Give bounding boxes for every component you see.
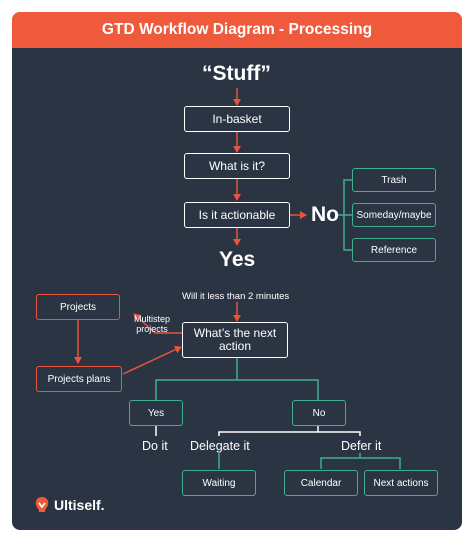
calendar-box: Calendar <box>284 470 358 496</box>
line-calendar-next <box>320 457 401 469</box>
multistep-label: Multistep projects <box>133 314 170 334</box>
yes-box: Yes <box>129 400 183 426</box>
diagram-card: GTD Workflow Diagram - Processing <box>12 12 462 530</box>
diagram-title: GTD Workflow Diagram - Processing <box>12 12 462 48</box>
is-actionable-box: Is it actionable <box>184 202 290 228</box>
what-is-it-box: What is it? <box>184 153 290 179</box>
projects-box: Projects <box>36 294 120 320</box>
line-delegate-defer <box>218 431 361 436</box>
next-actions-box: Next actions <box>364 470 438 496</box>
do-it-label: Do it <box>142 439 168 453</box>
stuff-label: “Stuff” <box>202 62 271 85</box>
brand-mark-icon <box>35 497 49 512</box>
reference-box: Reference <box>352 238 436 262</box>
projects-plans-box: Projects plans <box>36 366 122 392</box>
trash-box: Trash <box>352 168 436 192</box>
two-minutes-question: Will it less than 2 minutes <box>182 291 290 302</box>
brand-name: Ultiself. <box>54 497 105 513</box>
no-label: No <box>311 203 339 226</box>
in-basket-box: In-basket <box>184 106 290 132</box>
defer-it-label: Defer it <box>341 439 382 453</box>
arrow-plans-to-next <box>122 345 182 375</box>
someday-maybe-box: Someday/maybe <box>352 203 436 227</box>
line-yes-no-bracket <box>155 379 319 400</box>
next-action-box: What’s the next action <box>182 322 288 358</box>
yes-big-label: Yes <box>219 248 256 271</box>
waiting-box: Waiting <box>182 470 256 496</box>
no-box: No <box>292 400 346 426</box>
connector-lines <box>74 88 401 469</box>
brand-logo: Ultiself. <box>34 496 105 514</box>
delegate-it-label: Delegate it <box>190 439 250 453</box>
arrow-next-to-projects <box>133 313 182 334</box>
